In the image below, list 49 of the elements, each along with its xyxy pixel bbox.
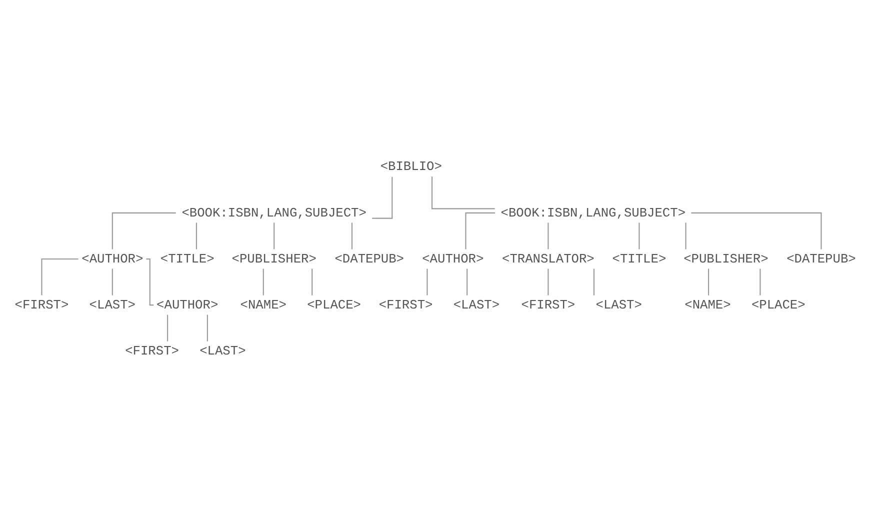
node-text: <DATEPUB> <box>786 250 856 266</box>
node-text: <LAST> <box>453 296 500 312</box>
node-text: <FIRST> <box>378 296 433 312</box>
connector <box>685 222 686 249</box>
node-text: <NAME> <box>240 296 286 312</box>
node-text: <TRANSLATOR> <box>502 250 594 266</box>
node-text: <FIRST> <box>14 296 69 312</box>
node-text: <TITLE> <box>160 250 214 266</box>
node-text: <TITLE> <box>612 250 666 266</box>
node-text: <PLACE> <box>307 296 361 312</box>
node-text: <PUBLISHER> <box>684 250 768 266</box>
node-text: <LAST> <box>596 296 642 312</box>
connector <box>593 268 594 295</box>
node-text: <AUTHOR> <box>156 296 218 312</box>
node-text: <DATEPUB> <box>334 250 404 266</box>
connector <box>274 222 275 249</box>
connector <box>196 222 197 249</box>
connector <box>112 268 113 295</box>
connector <box>548 268 549 295</box>
connector <box>312 268 313 295</box>
node-text: <BOOK:ISBN,LANG,SUBJECT> <box>182 204 366 220</box>
node-text: <FIRST> <box>521 296 576 312</box>
connector <box>760 268 761 295</box>
connector <box>548 222 549 249</box>
node-text: <LAST> <box>89 296 136 312</box>
connector <box>638 222 640 249</box>
node-text: <BOOK:ISBN,LANG,SUBJECT> <box>500 204 686 220</box>
connector <box>112 212 176 249</box>
connector <box>351 222 353 249</box>
node-text: <PUBLISHER> <box>232 250 316 266</box>
connector <box>465 212 495 249</box>
connector <box>167 314 168 341</box>
connector <box>206 314 208 341</box>
node-text: <NAME> <box>684 296 731 312</box>
node-text: <FIRST> <box>125 342 179 358</box>
connector <box>431 176 495 209</box>
connector <box>426 268 428 295</box>
connector <box>372 176 393 218</box>
connector <box>691 212 822 249</box>
node-text: <PLACE> <box>751 296 806 312</box>
connector <box>41 258 78 295</box>
node-text: <AUTHOR> <box>422 250 484 266</box>
connector <box>708 268 710 295</box>
node-text: <BIBLIO> <box>380 158 442 174</box>
node-text: <AUTHOR> <box>82 250 144 266</box>
connector <box>146 258 154 306</box>
connector <box>262 268 264 295</box>
node-text: <LAST> <box>200 342 246 358</box>
connector <box>466 268 468 295</box>
